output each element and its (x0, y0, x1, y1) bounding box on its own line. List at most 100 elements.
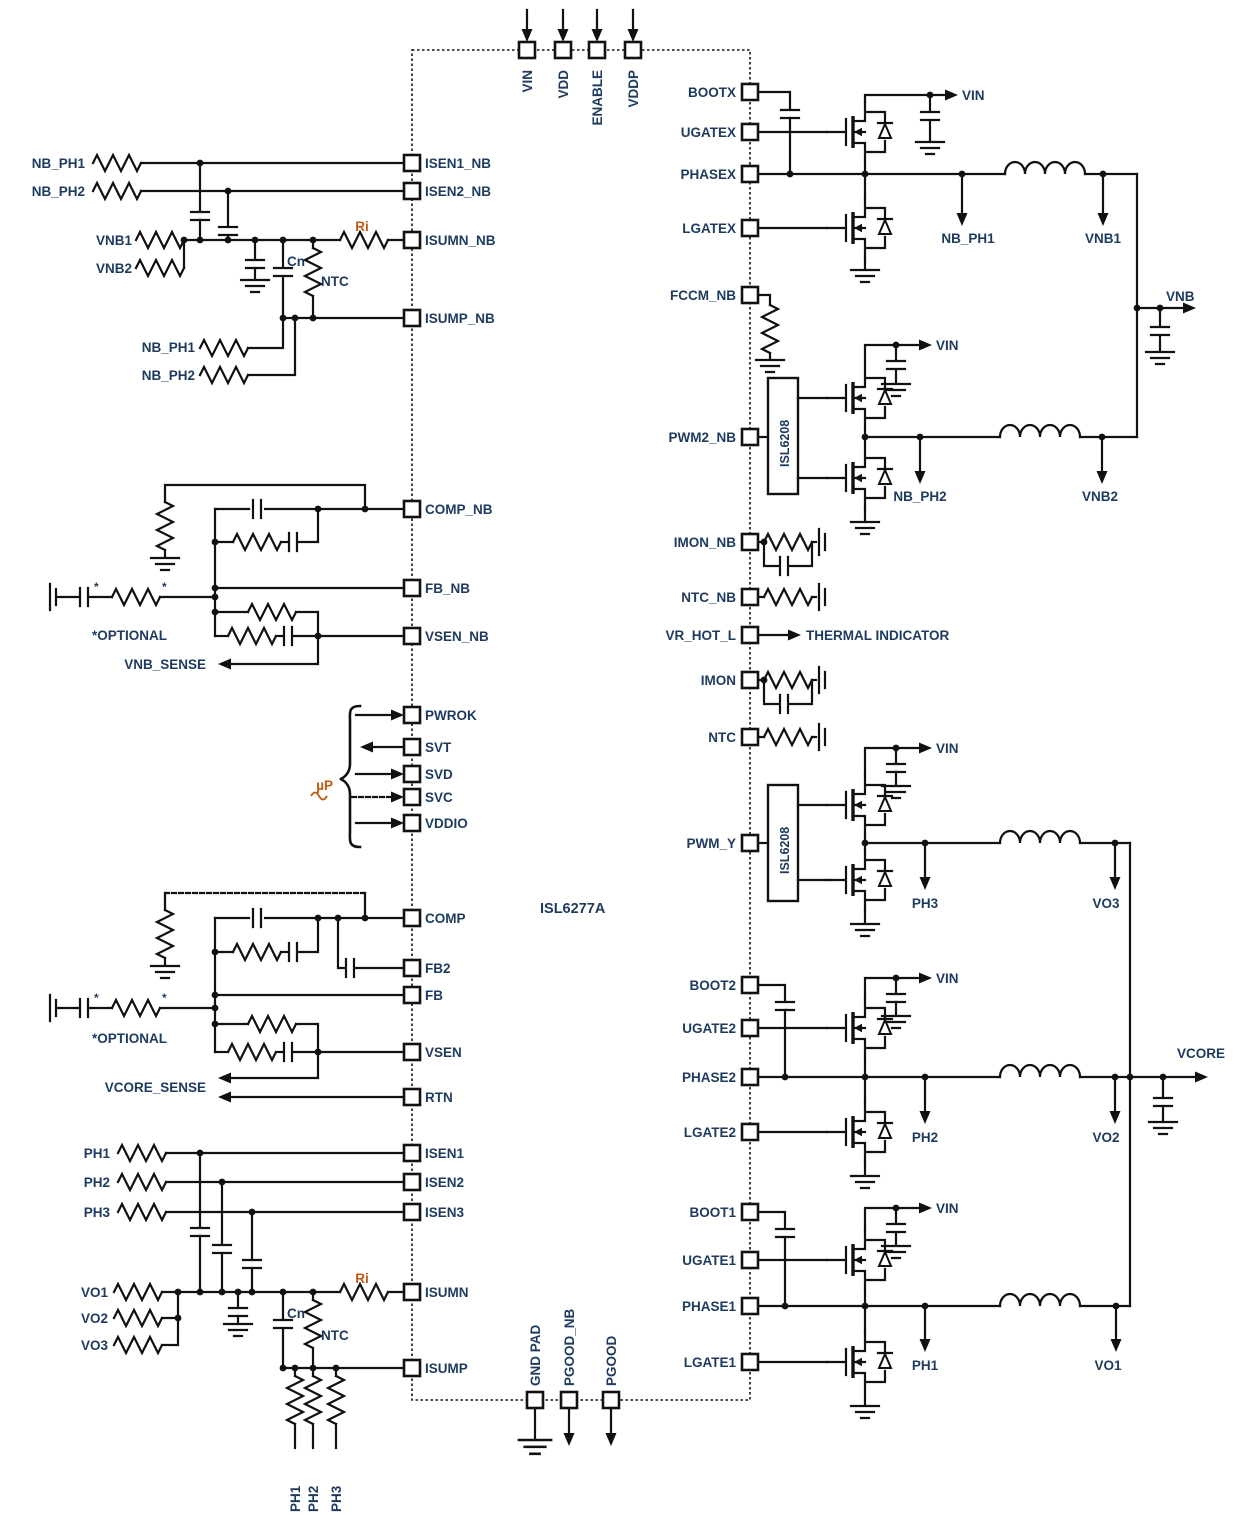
pin-label-pwm2-nb: PWM2_NB (668, 430, 736, 445)
net-label-vo1-out: VO1 (1094, 1358, 1122, 1373)
wires-left-isen-core (112, 1143, 406, 1450)
phase-x-circuit (756, 89, 1196, 439)
net-label-vin-pwm2: VIN (936, 338, 959, 353)
pin-label-vin-top: VIN (520, 70, 535, 93)
net-label-vo2-left: VO2 (81, 1311, 108, 1326)
pin-label-phase2: PHASE2 (682, 1070, 736, 1085)
pin-enable (587, 40, 607, 60)
net-label-nb-ph1-a: NB_PH1 (32, 156, 86, 171)
bottom-pin-externals (517, 1406, 617, 1456)
pin-label-rtn: RTN (425, 1090, 453, 1105)
pin-label-isumn: ISUMN (425, 1285, 469, 1300)
pin-label-vsen-nb: VSEN_NB (425, 629, 489, 644)
phase-2-circuit (756, 972, 1208, 1190)
net-label-ph2-left: PH2 (84, 1175, 110, 1190)
net-label-vcore: VCORE (1177, 1046, 1225, 1061)
pin-label-vddio: VDDIO (425, 816, 468, 831)
net-label-nb-ph1-out: NB_PH1 (941, 231, 995, 246)
pin-label-lgatex: LGATEX (682, 221, 736, 236)
pin-label-vsen: VSEN (425, 1045, 462, 1060)
driver-label-isl6208-y: ISL6208 (778, 827, 792, 874)
net-label-vnb2-left: VNB2 (96, 261, 132, 276)
pin-vin (517, 40, 537, 60)
pin-label-vddp: VDDP (626, 70, 641, 108)
net-label-vo2-out: VO2 (1092, 1130, 1119, 1145)
ic-outline (411, 49, 751, 1401)
pin-label-ugate1: UGATE1 (682, 1253, 736, 1268)
pin-label-ntc-nb: NTC_NB (681, 590, 736, 605)
pin-label-isen3: ISEN3 (425, 1205, 465, 1220)
component-label-ri-core: Ri (355, 1271, 369, 1286)
pin-label-enable: ENABLE (590, 70, 605, 126)
net-label-vo1-left: VO1 (81, 1285, 109, 1300)
pin-label-bootx: BOOTX (688, 85, 736, 100)
pin-label-phase1: PHASE1 (682, 1299, 737, 1314)
annotation-micro: µP (316, 778, 333, 793)
component-label-ntc-nb: NTC (321, 274, 349, 289)
net-label-ph1-out: PH1 (912, 1358, 939, 1373)
pin-label-svt: SVT (425, 740, 452, 755)
net-label-vin-1: VIN (936, 1201, 959, 1216)
pin-label-vdd: VDD (556, 70, 571, 99)
pin-label-boot2: BOOT2 (689, 978, 736, 993)
net-label-nb-ph2-out: NB_PH2 (893, 489, 946, 504)
pin-label-isump: ISUMP (425, 1361, 468, 1376)
net-label-nb-ph2-b: NB_PH2 (142, 368, 195, 383)
net-label-vo3-left: VO3 (81, 1338, 109, 1353)
net-label-vnb-sense: VNB_SENSE (124, 657, 206, 672)
pin-label-pgood-nb: PGOOD_NB (562, 1308, 577, 1386)
component-label-cn-core: Cn (287, 1306, 305, 1321)
phase-1-circuit (756, 1202, 1132, 1420)
pin-squares (402, 40, 760, 1410)
pin-label-ugatex: UGATEX (681, 125, 736, 140)
pin-label-pgood: PGOOD (604, 1335, 619, 1386)
net-label-ph1-bottom: PH1 (288, 1485, 303, 1512)
pin-label-pwm-y: PWM_Y (686, 836, 736, 851)
pin-label-svd: SVD (425, 767, 453, 782)
labels: VIN VDD ENABLE VDDP ISEN1_NB ISEN2_NB IS… (32, 70, 1225, 1512)
pwm-y-circuit (756, 742, 1132, 1308)
pin-label-vr-hot-l: VR_HOT_L (665, 628, 736, 643)
component-label-cn-nb: Cn (287, 254, 305, 269)
net-label-ph3-out: PH3 (912, 896, 939, 911)
asterisk-cap-core: * (94, 991, 99, 1005)
net-label-nb-ph1-b: NB_PH1 (142, 340, 196, 355)
pin-vdd (553, 40, 573, 60)
net-label-vin-x: VIN (962, 88, 985, 103)
pin-label-pwrok: PWROK (425, 708, 477, 723)
pin-label-isump-nb: ISUMP_NB (425, 311, 495, 326)
annotation-optional-nb: *OPTIONAL (92, 628, 167, 643)
pin-label-ugate2: UGATE2 (682, 1021, 736, 1036)
net-label-vnb1-out: VNB1 (1085, 231, 1122, 246)
left-pin-squares (402, 153, 422, 1378)
pin-label-ntc: NTC (708, 730, 736, 745)
micro-interface (310, 704, 406, 849)
pin-vddp (623, 40, 643, 60)
net-label-vnb2-out: VNB2 (1082, 489, 1118, 504)
net-label-ph3-left: PH3 (84, 1205, 111, 1220)
wires-compensation-nb (48, 483, 406, 670)
pin-label-isen2-nb: ISEN2_NB (425, 184, 491, 199)
net-label-vnb1-left: VNB1 (96, 233, 133, 248)
pin-pgood-nb (559, 1390, 579, 1410)
wires-left-isen-nb (91, 153, 406, 385)
net-label-vin-y: VIN (936, 741, 959, 756)
net-label-vin-2: VIN (936, 971, 959, 986)
pin-label-imon: IMON (701, 673, 736, 688)
top-pin-arrows (521, 8, 639, 42)
pin-label-phasex: PHASEX (680, 167, 736, 182)
pin-label-isen2: ISEN2 (425, 1175, 464, 1190)
net-label-nb-ph2-a: NB_PH2 (32, 184, 85, 199)
pin-label-isen1: ISEN1 (425, 1146, 465, 1161)
component-label-ntc-core: NTC (321, 1328, 349, 1343)
component-label-ri-nb: Ri (355, 219, 369, 234)
pin-label-comp-nb: COMP_NB (425, 502, 493, 517)
net-label-ph2-bottom: PH2 (306, 1486, 321, 1512)
asterisk-res-nb: * (162, 580, 167, 594)
asterisk-cap-nb: * (94, 580, 99, 594)
pin-label-fb2: FB2 (425, 961, 451, 976)
pin-label-lgate2: LGATE2 (684, 1125, 736, 1140)
pwm2-nb-circuit (754, 293, 1139, 536)
